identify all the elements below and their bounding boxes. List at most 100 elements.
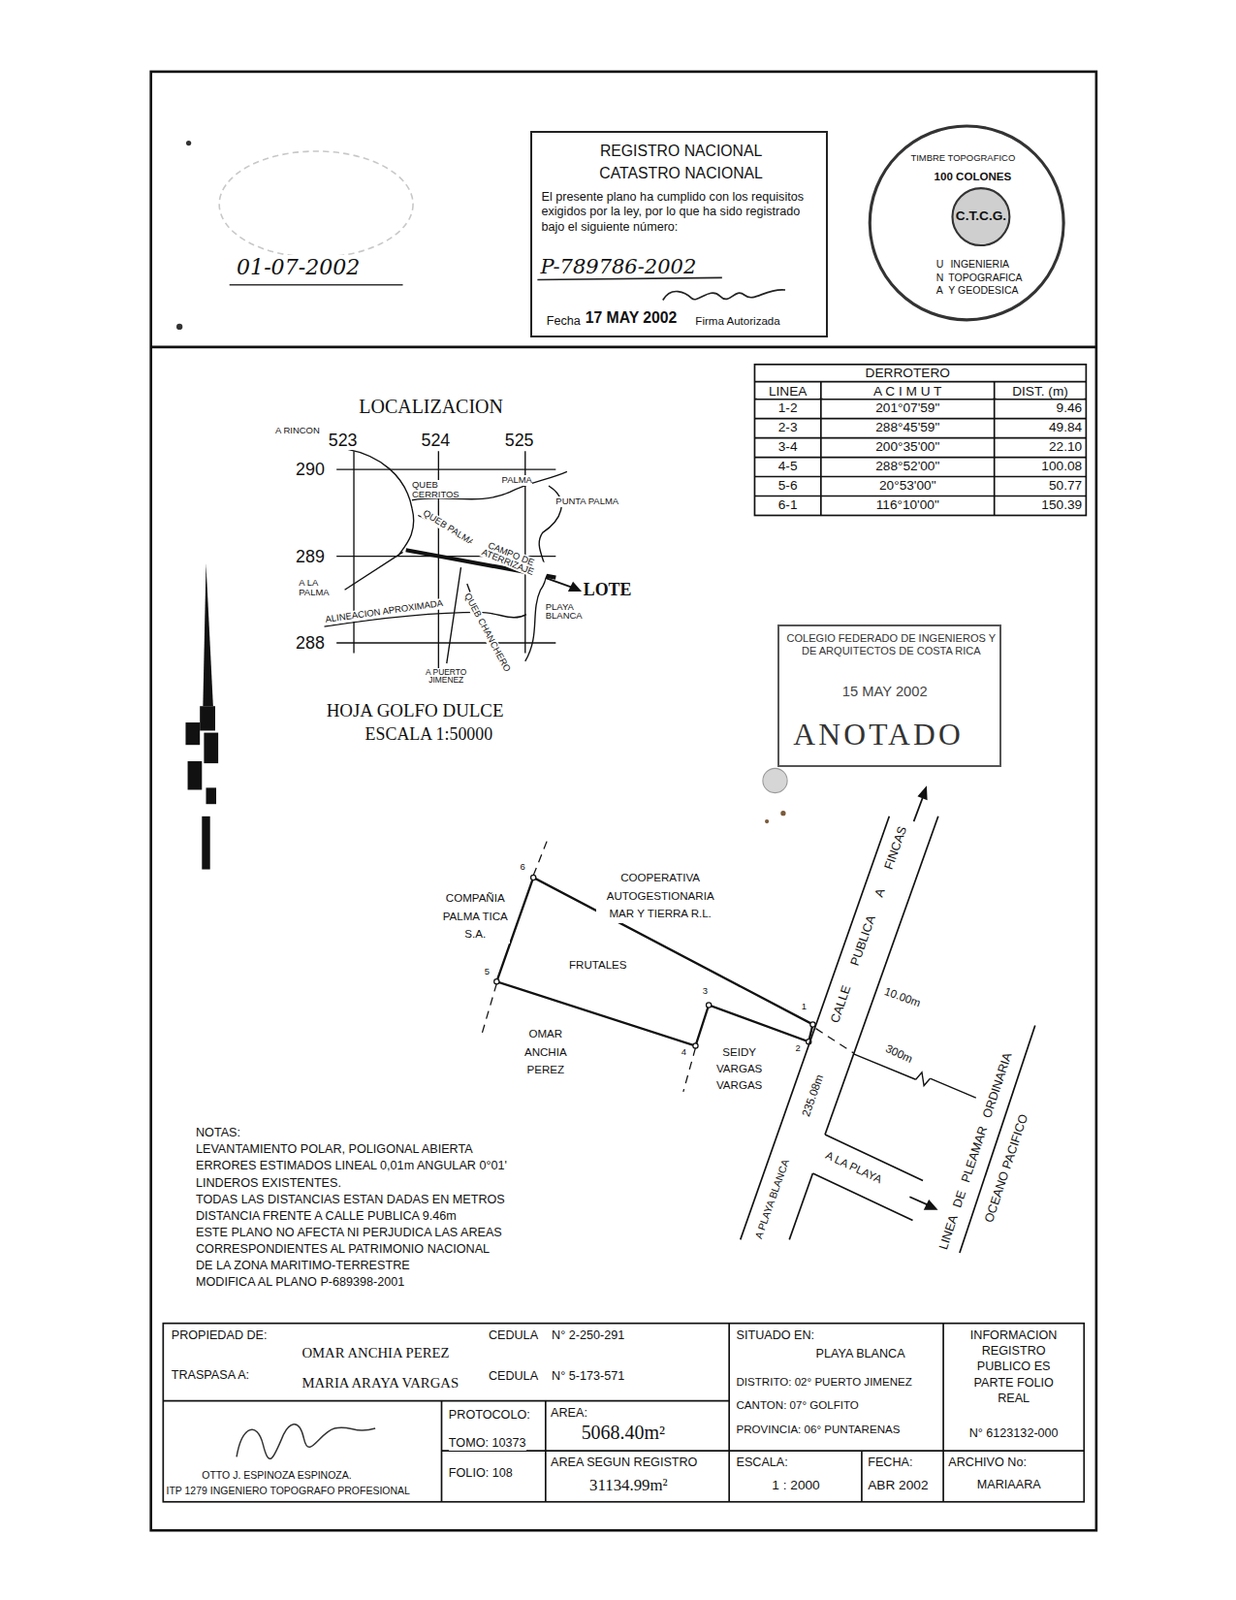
plan-label: FRUTALES <box>569 958 628 972</box>
table-cell: 201°07'59" <box>823 400 993 416</box>
note-text: LINDEROS EXISTENTES. <box>195 1175 342 1191</box>
plan-label: 10.00m <box>883 984 923 1011</box>
derrotero-table <box>754 364 1086 516</box>
plan-label: OMAR ANCHIA PEREZ <box>509 1024 582 1079</box>
table-cell: 100.08 <box>996 458 1082 475</box>
distance-line <box>854 1053 977 1098</box>
public-road <box>909 1196 928 1205</box>
table-cell: 4-5 <box>757 458 820 475</box>
title-block-text: N° 5-173-571 <box>551 1368 625 1384</box>
note-text: MODIFICA AL PLANO P-689398-2001 <box>195 1274 405 1290</box>
seal-stamp: TIMBRE TOPOGRAFICO100 COLONESC.T.C.G.UNA… <box>864 106 1069 340</box>
north-arrow <box>185 722 200 745</box>
derrotero-table <box>993 381 996 516</box>
title-block <box>544 1400 547 1502</box>
stamp-text: 15 MAY 2002 <box>842 683 928 700</box>
plan-label: 3 <box>702 985 708 997</box>
title-block-text: PROVINCIA: 06° PUNTARENAS <box>736 1423 901 1436</box>
title-block-text: CANTON: 07° GOLFITO <box>736 1398 859 1412</box>
high-tide-line <box>959 1024 1036 1253</box>
stamp-text: TIMBRE TOPOGRAFICO <box>910 153 1015 164</box>
table-cell: 150.39 <box>996 497 1082 513</box>
map-label: 290 <box>295 459 325 480</box>
stamp-text: CATASTRO NACIONAL <box>536 164 826 183</box>
survey-points <box>705 1002 711 1008</box>
surveyor-signature <box>236 1424 376 1459</box>
paper-damage <box>780 810 786 816</box>
location-map <box>446 567 462 664</box>
public-road <box>924 1200 937 1208</box>
stamp-text: ANOTADO <box>792 717 964 753</box>
plan-label: 6 <box>520 861 526 873</box>
table-cell: 288°45'59" <box>823 419 993 436</box>
public-road <box>812 1172 913 1220</box>
plan-label: 1 <box>801 1001 807 1013</box>
faint-stamp <box>219 151 413 257</box>
derrotero-table <box>754 417 1086 420</box>
table-cell: 200°35'00" <box>823 439 993 455</box>
page-frame <box>151 71 1097 1530</box>
title-block-text: 5068.40m² <box>581 1421 666 1444</box>
map-label: 524 <box>420 430 450 451</box>
title-block-text: PROTOCOLO: <box>448 1407 531 1423</box>
map-label: A RINCON <box>275 425 320 437</box>
note-text: NOTAS: <box>195 1125 241 1141</box>
paper-damage <box>764 819 769 824</box>
map-label: 525 <box>505 430 535 451</box>
title-block-text: PLAYA BLANCA <box>816 1346 906 1362</box>
plan-label: COMPAÑIA PALMA TICA S.A. <box>440 888 510 944</box>
map-label: A PUERTO JIMENEZ <box>417 667 475 685</box>
stamp-text: INGENIERIA <box>950 257 1010 270</box>
table-cell: DERROTERO <box>823 365 993 381</box>
location-map <box>347 448 414 556</box>
location-map <box>412 471 568 500</box>
north-arrow <box>185 563 219 870</box>
title-block-text: ITP 1279 INGENIERO TOPOGRAFO PROFESIONAL <box>165 1484 411 1496</box>
title-block <box>162 1399 729 1402</box>
engineers-college-stamp: COLEGIO FEDERADO DE INGENIEROS Y DE ARQU… <box>777 624 1002 767</box>
derrotero-table <box>754 380 1086 383</box>
location-map <box>345 551 404 590</box>
map-label: ALINEACION APROXIMADA <box>324 598 444 626</box>
stamp-text: C.T.C.G. <box>948 208 1014 224</box>
table-cell: 9.46 <box>996 400 1082 416</box>
table-cell: 49.84 <box>996 419 1082 436</box>
plan-label: LINEA DE PLEAMAR ORDINARIA <box>936 1049 1015 1251</box>
public-road <box>740 816 890 1240</box>
map-label: LOTE <box>583 579 633 601</box>
table-cell: 3-4 <box>757 439 820 455</box>
plan-label: 5 <box>484 966 490 978</box>
public-road <box>740 787 939 1239</box>
title-block-text: FOLIO: 108 <box>448 1465 513 1481</box>
stamp-text: N <box>936 271 945 284</box>
note-text: TODAS LAS DISTANCIAS ESTAN DADAS EN METR… <box>195 1192 506 1207</box>
surveyor-signature <box>236 1424 376 1459</box>
title-block <box>728 1323 730 1502</box>
registry-stamp: REGISTRO NACIONALCATASTRO NACIONALEl pre… <box>530 130 828 339</box>
survey-points <box>531 874 537 880</box>
seal-ring <box>869 126 1064 320</box>
title-block-text: AREA: <box>550 1405 588 1421</box>
title-block <box>162 1323 1084 1502</box>
stamp-text: A <box>936 284 944 296</box>
north-arrow <box>199 705 216 730</box>
derrotero-table <box>754 437 1086 440</box>
stamp-text: 100 COLONES <box>934 170 1013 184</box>
title-block-text: N° 2-250-291 <box>551 1328 625 1343</box>
stamp-text: Fecha <box>546 314 581 329</box>
table-cell: A C I M U T <box>823 383 993 400</box>
title-block-text: TOMO: 10373 <box>448 1435 527 1451</box>
location-map <box>336 468 556 470</box>
map-label: QUEB CERRITOS <box>412 479 466 499</box>
faint-stamp <box>219 151 413 286</box>
title-block <box>162 1323 1084 1502</box>
high-tide-line <box>959 1024 1036 1253</box>
map-label: CAMPO DE ATERRIZAJE <box>468 534 551 582</box>
page-frame <box>151 71 1097 1530</box>
note-text: CORRESPONDIENTES AL PATRIMONIO NACIONAL <box>195 1241 490 1257</box>
title-block-text: OTTO J. ESPINOZA ESPINOZA. <box>201 1468 351 1481</box>
map-label: HOJA GOLFO DULCE <box>326 699 505 722</box>
public-road <box>914 796 923 822</box>
table-cell: 20°53'00" <box>823 477 993 494</box>
paper-damage <box>176 323 183 330</box>
